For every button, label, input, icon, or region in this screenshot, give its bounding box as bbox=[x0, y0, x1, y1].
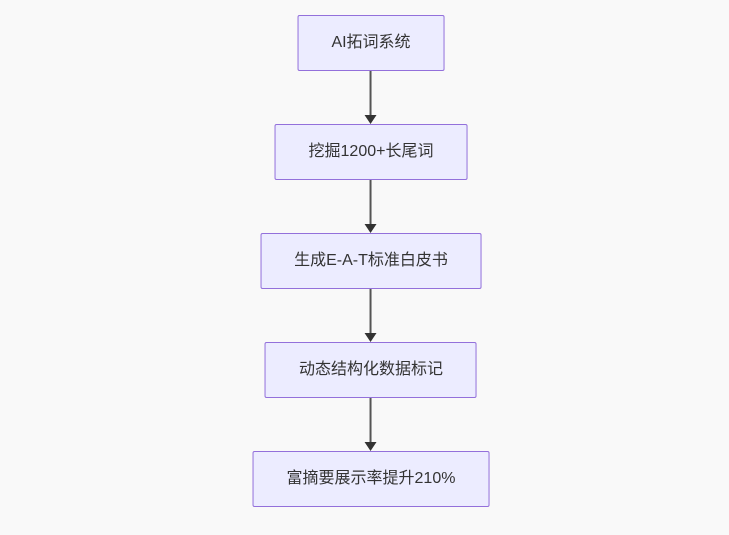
flow-node-5-label: 富摘要展示率提升210% bbox=[286, 470, 456, 487]
arrowhead-icon bbox=[365, 442, 377, 451]
flow-node-2-label: 挖掘1200+长尾词 bbox=[308, 143, 434, 160]
flow-node-3: 生成E-A-T标准白皮书 bbox=[260, 233, 482, 289]
edge-line bbox=[370, 71, 372, 116]
flow-node-4-label: 动态结构化数据标记 bbox=[298, 361, 443, 378]
edge-line bbox=[370, 289, 372, 334]
flow-node-3-label: 生成E-A-T标准白皮书 bbox=[294, 252, 448, 269]
flow-node-4: 动态结构化数据标记 bbox=[264, 342, 477, 398]
edge-line bbox=[370, 398, 372, 443]
flow-edge-1 bbox=[365, 71, 377, 124]
flow-edge-4 bbox=[365, 398, 377, 451]
arrowhead-icon bbox=[365, 115, 377, 124]
flow-edge-2 bbox=[365, 180, 377, 233]
flowchart: AI拓词系统 挖掘1200+长尾词 生成E-A-T标准白皮书 动态结构化数据标记 bbox=[252, 15, 490, 507]
edge-line bbox=[370, 180, 372, 225]
flow-node-1: AI拓词系统 bbox=[297, 15, 445, 71]
flow-node-5: 富摘要展示率提升210% bbox=[252, 451, 490, 507]
arrowhead-icon bbox=[365, 224, 377, 233]
flow-node-1-label: AI拓词系统 bbox=[331, 34, 411, 51]
flow-edge-3 bbox=[365, 289, 377, 342]
arrowhead-icon bbox=[365, 333, 377, 342]
flow-node-2: 挖掘1200+长尾词 bbox=[274, 124, 468, 180]
